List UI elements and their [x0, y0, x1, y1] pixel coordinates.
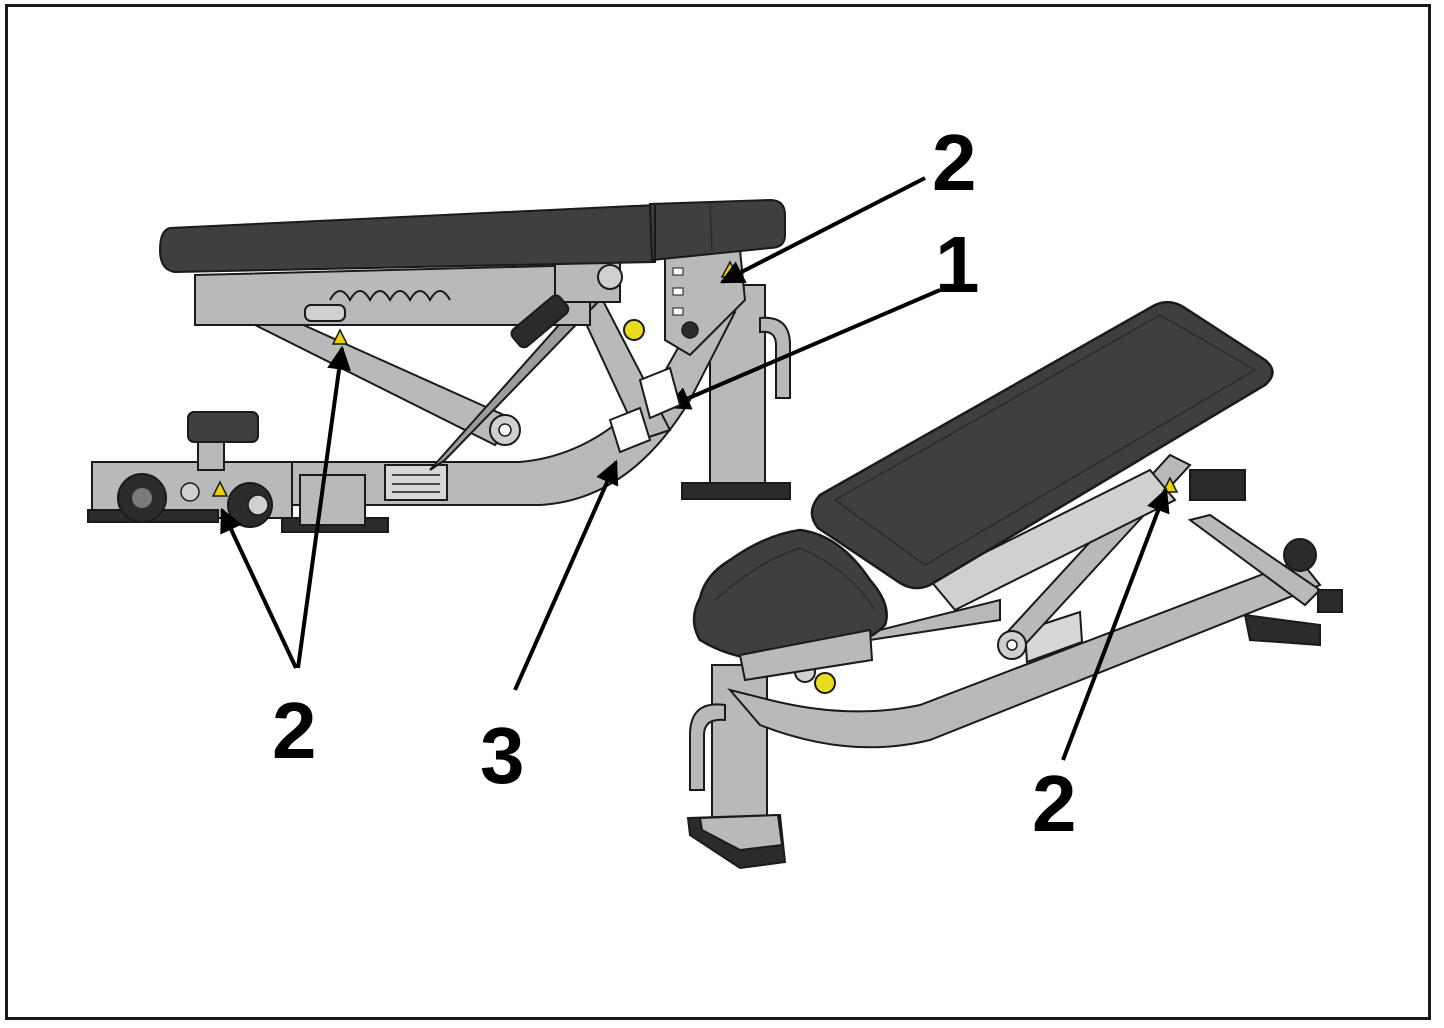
left-mid-block	[299, 474, 366, 526]
left-damper	[510, 294, 570, 349]
arrow-2-right	[1061, 487, 1170, 761]
right-seat-base	[738, 628, 874, 682]
left-adjust-ladder	[329, 290, 451, 303]
transport-wheel-icon	[1283, 538, 1317, 572]
right-serial-plate	[1023, 610, 1084, 664]
left-serial-plate	[384, 464, 448, 501]
arrow-2-top	[719, 176, 926, 284]
label-location-1	[638, 366, 682, 420]
label-location-3	[608, 406, 652, 454]
pull-pin-knob-icon	[814, 672, 836, 694]
right-front-post	[711, 664, 768, 826]
left-base-rail	[91, 298, 737, 506]
label-2-top: 2	[932, 118, 977, 207]
warning-triangle-icon	[211, 480, 229, 497]
callout-labels: 2 1 2 3 2	[272, 118, 1077, 848]
right-base-rail	[727, 558, 1322, 749]
left-seat-pad	[158, 203, 656, 274]
arrow-1	[665, 288, 941, 410]
arrow-2-left-b	[296, 345, 351, 669]
arrow-2-left-a	[220, 507, 298, 669]
left-leg-pad	[187, 411, 259, 443]
callout-arrows	[220, 176, 1170, 761]
left-rear-foot	[681, 482, 791, 500]
left-rear-handle	[759, 316, 791, 399]
left-back-pad	[648, 198, 786, 262]
right-seat-pad	[692, 528, 888, 663]
bench-left	[87, 198, 791, 533]
label-2-right: 2	[1032, 759, 1077, 848]
right-front-handle	[689, 703, 726, 791]
warning-triangle-icon	[331, 328, 349, 345]
bench-right	[686, 300, 1343, 870]
label-2-left: 2	[272, 686, 317, 775]
label-3: 3	[480, 711, 525, 800]
label-1: 1	[935, 220, 980, 309]
right-back-pad	[810, 300, 1274, 590]
arrow-3	[513, 459, 619, 691]
pull-pin-knob-icon	[623, 319, 645, 341]
right-ladder	[928, 468, 1177, 612]
right-rear-foot	[1243, 613, 1321, 647]
